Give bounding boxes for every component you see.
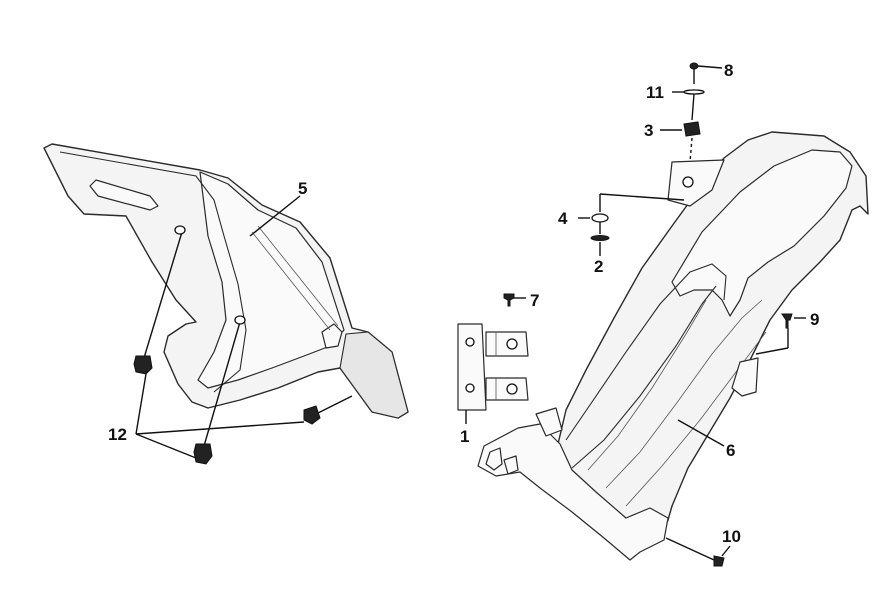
fastener-stack-top <box>660 62 723 163</box>
screw-9 <box>755 313 806 355</box>
callout-4: 4 <box>558 209 568 228</box>
callout-5: 5 <box>298 179 307 198</box>
grommet-4-2 <box>578 193 685 256</box>
bracket-1 <box>457 323 529 424</box>
front-fender <box>477 131 869 561</box>
callout-12-leaders <box>135 373 305 459</box>
screw-7 <box>503 293 526 307</box>
bolt-12-lower <box>193 315 246 465</box>
callout-11: 11 <box>646 83 664 102</box>
bolt-12-side <box>303 395 353 425</box>
inner-fender-cover <box>43 143 409 419</box>
callout-1: 1 <box>460 427 469 446</box>
callout-9: 9 <box>810 310 819 329</box>
callout-3: 3 <box>644 121 653 140</box>
screw-10 <box>665 537 731 567</box>
callout-8: 8 <box>724 61 733 80</box>
callout-7: 7 <box>530 291 539 310</box>
callout-2: 2 <box>594 257 603 276</box>
bolt-12-upper <box>133 225 186 375</box>
callout-12: 12 <box>108 425 127 444</box>
callout-10: 10 <box>722 527 741 546</box>
callout-6: 6 <box>726 441 735 460</box>
